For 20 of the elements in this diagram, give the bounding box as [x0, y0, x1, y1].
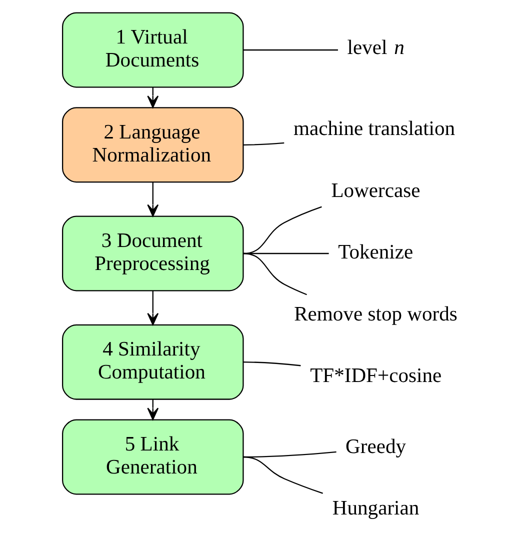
node-text: Greedy: [345, 436, 406, 458]
node-text: Remove stop words: [294, 303, 457, 326]
node-text: TF*IDF+cosine: [310, 364, 442, 387]
node-box: 3 Document Preprocessing: [62, 216, 244, 292]
node-text: Hungarian: [332, 498, 419, 520]
connector: [242, 362, 300, 366]
node-box: 1 Virtual Documents: [62, 12, 244, 88]
node-text: Lowercase: [330, 180, 420, 202]
node-box: 5 Link Generation: [62, 419, 244, 495]
node-text: level n: [346, 36, 404, 59]
connector: [242, 49, 338, 51]
connector: [242, 142, 284, 146]
node-text: machine translation: [293, 118, 455, 140]
connector: [242, 456, 322, 494]
arrow: [146, 290, 158, 326]
connector: [242, 252, 306, 296]
node-text: Tokenize: [338, 242, 413, 264]
node-box: 2 Language Normalization: [62, 107, 244, 183]
node-box: 4 Similarity Computation: [62, 324, 244, 400]
arrow: [146, 182, 158, 217]
